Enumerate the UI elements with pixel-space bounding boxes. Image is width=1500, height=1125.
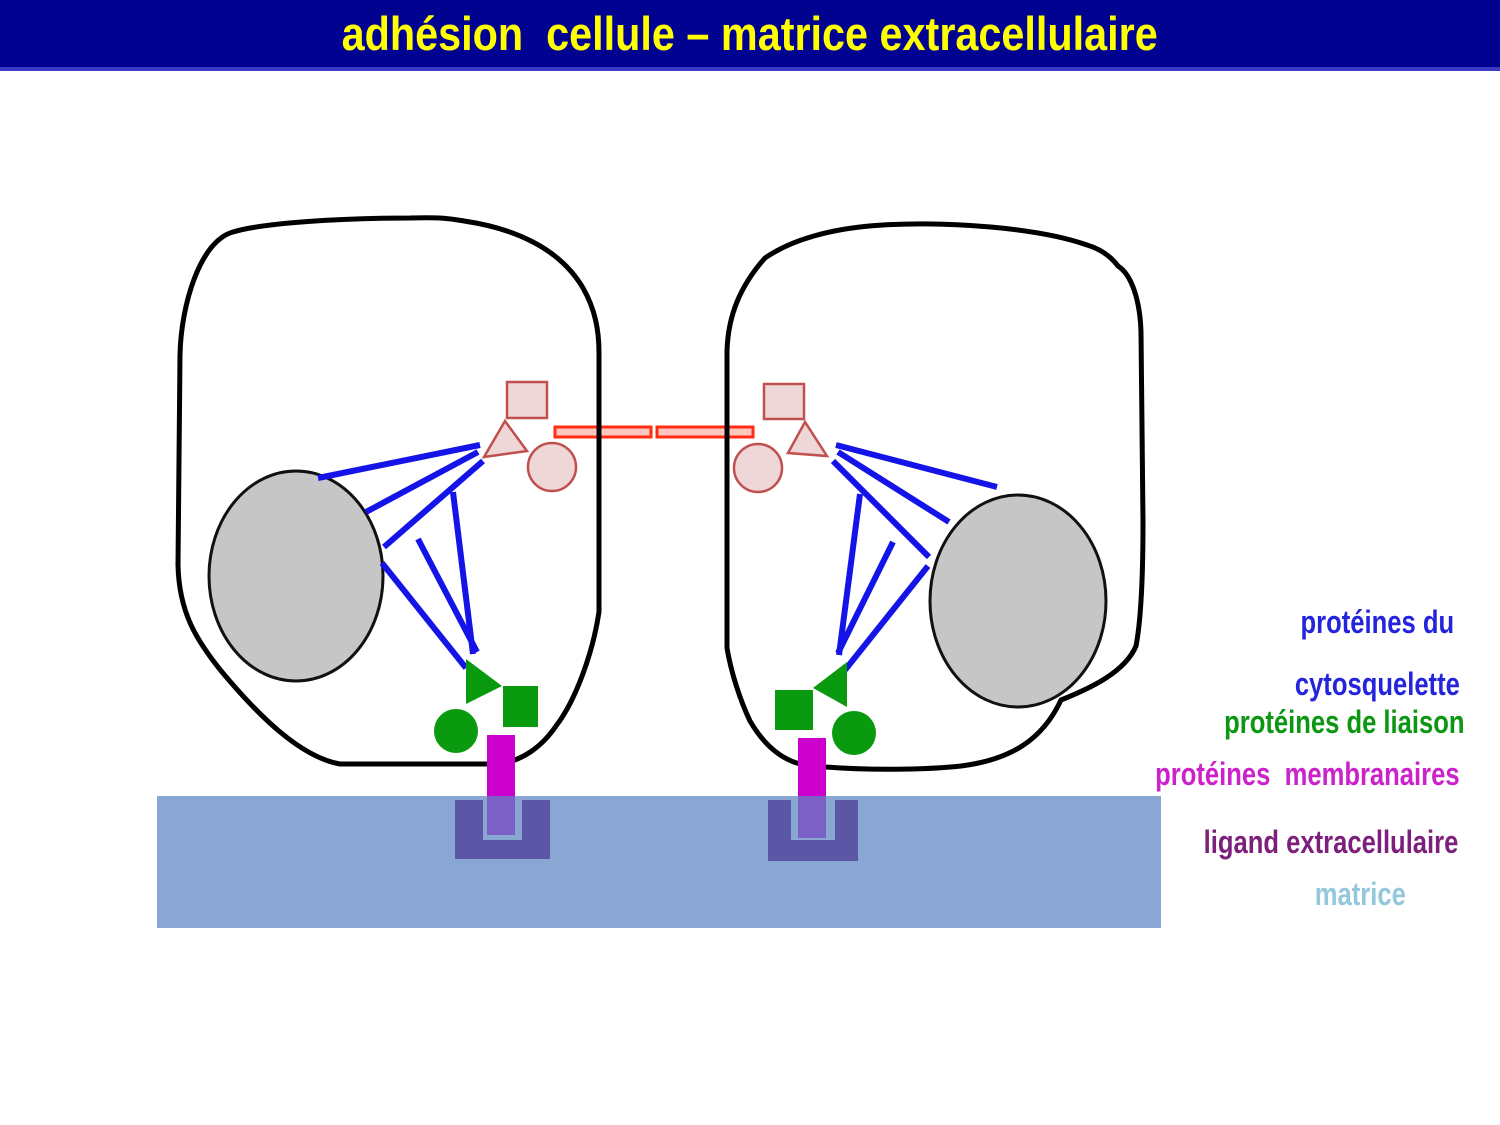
filament <box>379 561 469 670</box>
title-bar: adhésion cellule – matrice extracellulai… <box>0 0 1500 71</box>
filament <box>317 442 481 481</box>
right-cell-nucleus <box>928 493 1108 709</box>
label-extracellular-ligand: ligand extracellulaire <box>1203 824 1458 860</box>
filament <box>835 540 896 655</box>
linker-triangle-left <box>466 659 502 704</box>
filament <box>830 458 932 560</box>
junction-square-right <box>762 382 806 421</box>
linker-triangle-right <box>813 662 847 707</box>
label-cytoskeleton-line1: protéines du <box>1300 604 1455 640</box>
ligand-receptor-left <box>455 800 550 859</box>
matrix-band <box>157 796 1161 928</box>
linker-circle-right <box>832 711 876 755</box>
filament <box>842 564 931 672</box>
filament <box>835 442 998 490</box>
left-junction-proteins <box>481 380 578 493</box>
filament <box>836 449 951 525</box>
right-cell-membrane <box>724 221 1146 772</box>
linker-square-right <box>775 690 813 730</box>
membrane-protein-right <box>798 738 826 838</box>
label-cytoskeleton-proteins: protéines du cytosquelette <box>1267 576 1460 731</box>
membrane-protein-left <box>487 735 515 835</box>
membrane-protein-rod <box>798 738 826 796</box>
ligand-receptor-right <box>768 800 858 861</box>
left-linker-proteins <box>434 659 538 753</box>
membrane-protein-rod <box>487 735 515 796</box>
linker-circle-left <box>434 709 478 753</box>
junction-bar-left <box>553 425 653 439</box>
filament <box>415 537 480 654</box>
junction-bar-right <box>655 425 755 439</box>
label-membrane-proteins: protéines membranaires <box>1155 756 1460 792</box>
junction-triangle-left <box>481 418 530 459</box>
junction-circle-right <box>732 442 784 494</box>
left-cell-nucleus <box>207 469 385 683</box>
junction-triangle-right <box>785 419 830 458</box>
filament <box>364 449 480 515</box>
label-matrix: matrice <box>1314 876 1406 912</box>
label-linker-proteins: protéines de liaison <box>1224 704 1465 740</box>
label-cytoskeleton-line2: cytosquelette <box>1294 666 1460 702</box>
filament <box>836 493 863 656</box>
slide-title: adhésion cellule – matrice extracellulai… <box>341 7 1159 60</box>
right-cytoskeleton-filaments <box>830 442 998 672</box>
filament <box>382 458 485 550</box>
right-linker-proteins <box>775 662 876 755</box>
membrane-protein-rod-submerged <box>798 796 826 838</box>
right-junction-proteins <box>732 382 830 494</box>
left-cytoskeleton-filaments <box>317 442 485 670</box>
linker-square-left <box>503 686 538 727</box>
membrane-protein-rod-submerged <box>487 796 515 835</box>
left-cell-membrane <box>175 215 602 767</box>
junction-square-left <box>505 380 549 420</box>
junction-circle-left <box>526 441 578 493</box>
filament <box>450 491 476 655</box>
